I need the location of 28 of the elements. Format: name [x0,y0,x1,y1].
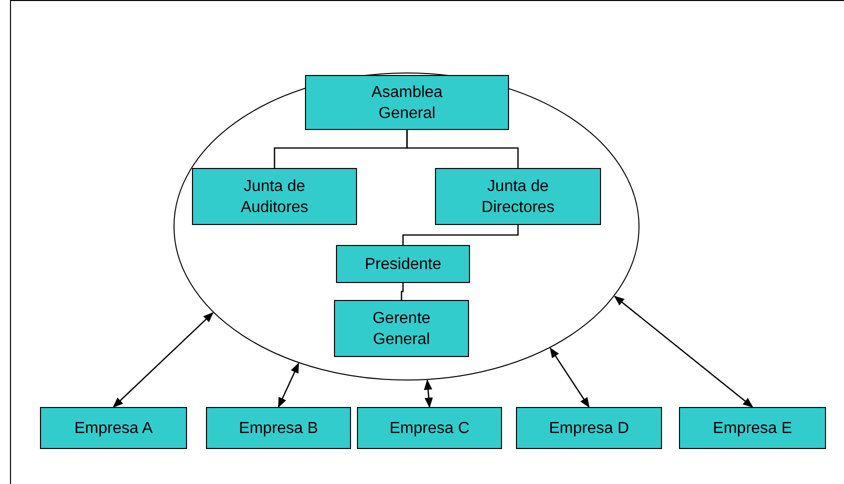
org-box [435,168,601,225]
arrow [278,362,300,408]
box-label: Empresa A [74,418,153,438]
box-label: Gerente General [372,308,432,350]
org-box [40,407,187,449]
box-label: Presidente [364,254,442,274]
org-box [516,407,662,449]
box-label: Empresa C [389,418,470,438]
arrow [614,296,754,408]
connector-line [402,225,519,245]
box-label: Empresa E [712,418,792,438]
arrow [550,347,590,408]
connector-line [406,130,519,168]
box-label: Asamblea General [370,82,444,124]
org-box [336,245,470,283]
box-label: Junta de Auditores [240,176,310,218]
box-label: Empresa D [548,418,630,438]
box-label: Empresa B [238,418,318,438]
org-box [334,300,469,357]
arrow [424,379,433,408]
connector-line [400,283,404,300]
org-box [206,407,351,449]
box-label: Junta de Directores [480,176,556,218]
org-box [192,168,357,225]
org-box [679,407,826,449]
org-box [305,75,509,130]
org-box [357,407,502,449]
arrow [112,312,214,408]
